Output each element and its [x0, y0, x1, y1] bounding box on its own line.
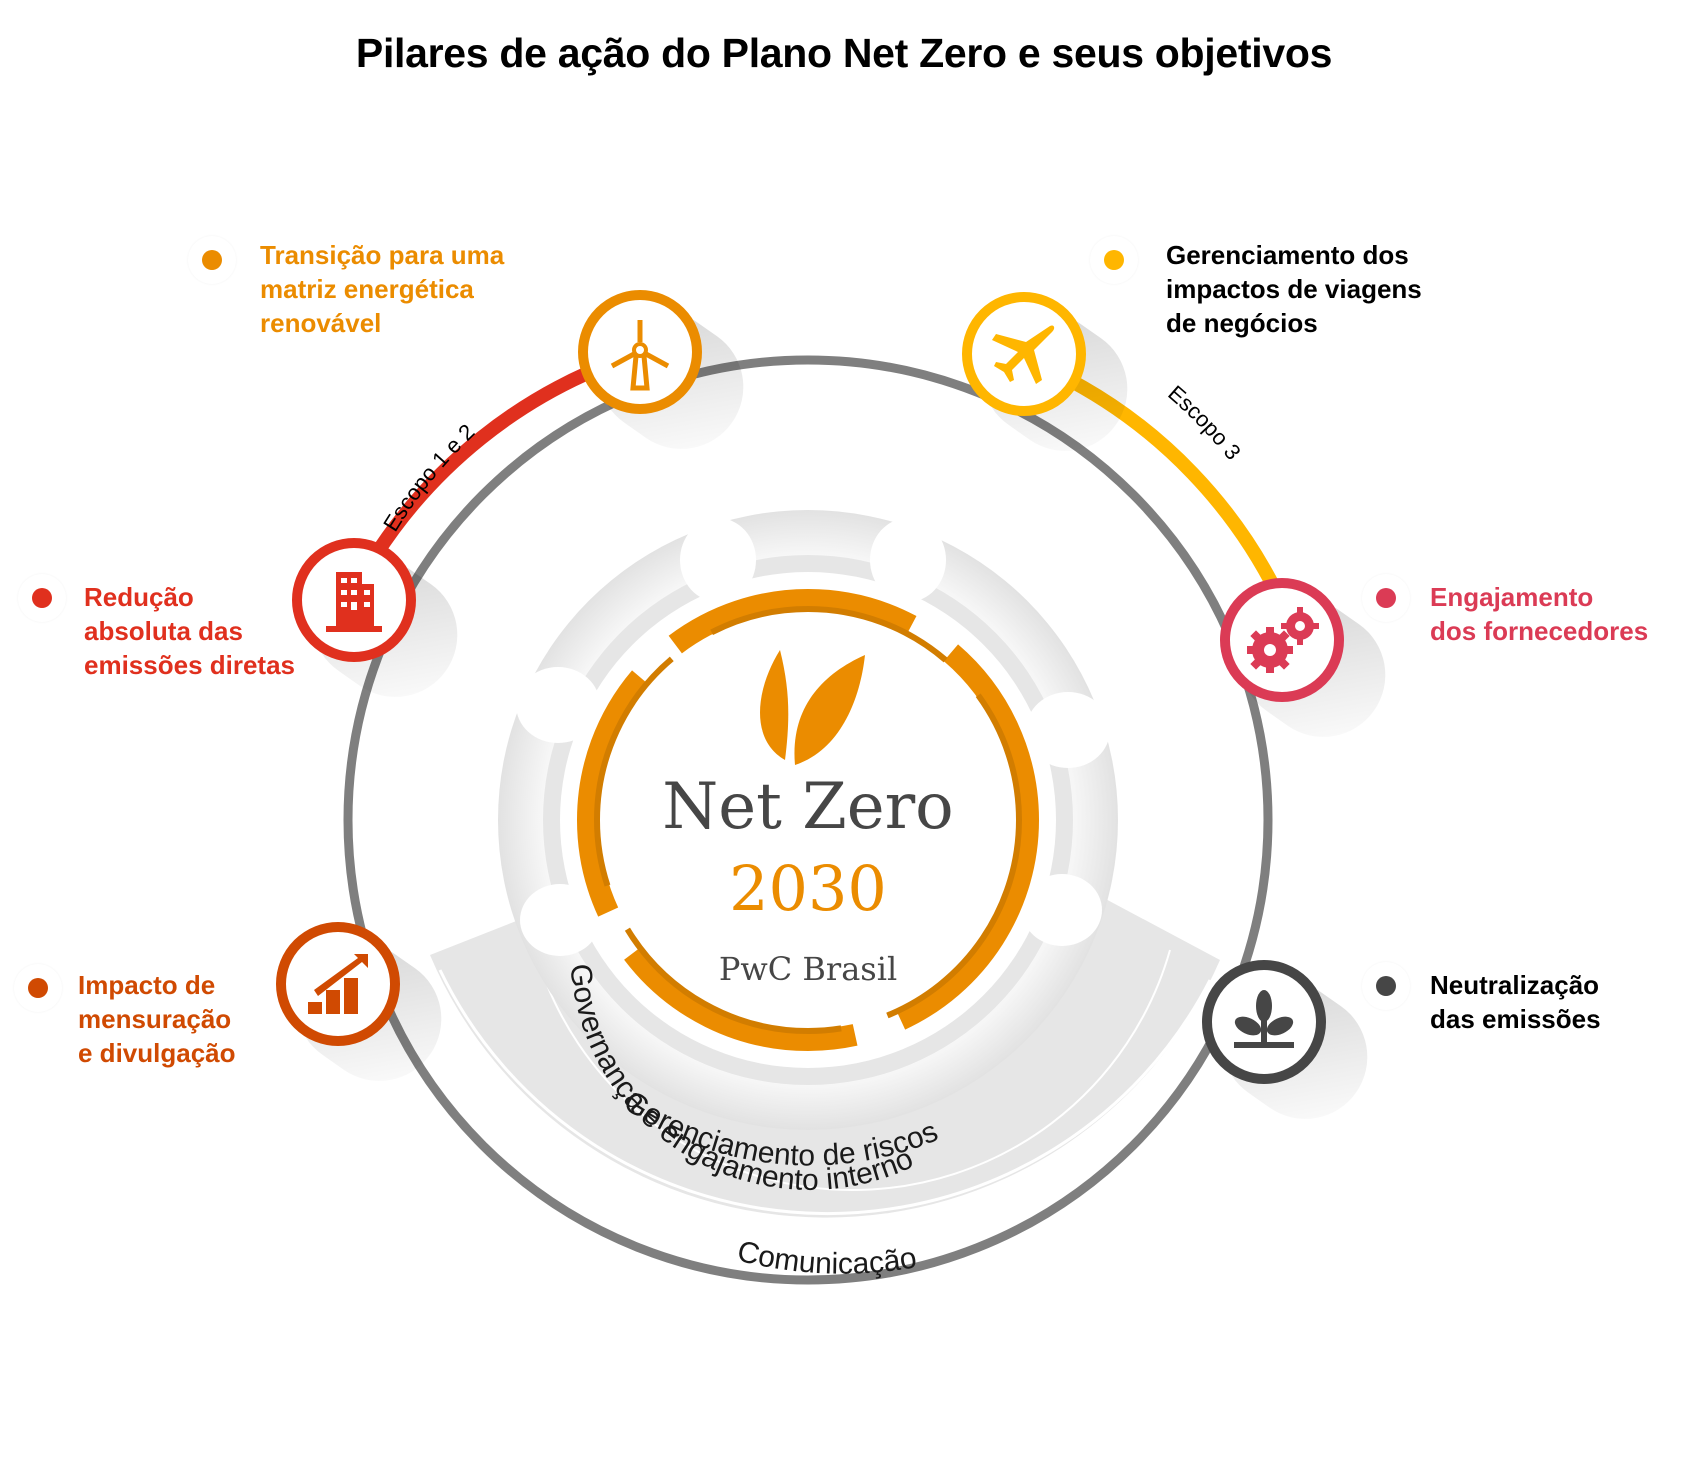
wind-turbine-icon: [610, 320, 670, 391]
bullet-suppliers: [1362, 574, 1456, 655]
gears-icon: [1247, 607, 1319, 673]
pillar-icon-neutralization[interactable]: [1197, 955, 1392, 1144]
bullet-travel: [1090, 236, 1184, 317]
growth-chart-icon: [308, 954, 368, 1014]
page-title: Pilares de ação do Plano Net Zero e seus…: [355, 30, 1333, 76]
center-year: 2030: [729, 852, 887, 925]
pillar-icon-suppliers[interactable]: [1215, 573, 1410, 762]
pillar-icon-measurement[interactable]: [271, 917, 466, 1106]
plant-icon: [1234, 990, 1294, 1048]
main-ring: [343, 355, 1273, 1285]
leaves-icon: [760, 650, 865, 765]
bullet-neutralization: [1362, 962, 1456, 1043]
bullet-direct: [18, 574, 112, 655]
scope-3-arc: [1056, 368, 1292, 613]
building-icon: [326, 572, 382, 632]
bullet-renewable: [188, 236, 282, 317]
center-org: PwC Brasil: [718, 950, 898, 988]
pillar-icon-travel[interactable]: [957, 287, 1152, 476]
wheel-knobs: [516, 518, 1110, 956]
pillar-icon-renewable[interactable]: [573, 285, 768, 474]
orange-wheel: [577, 589, 1039, 1051]
center-heading: Net Zero: [662, 770, 954, 844]
pillar-icon-direct[interactable]: [287, 533, 482, 722]
airplane-icon: [992, 325, 1055, 384]
bullet-measurement: [14, 964, 108, 1045]
